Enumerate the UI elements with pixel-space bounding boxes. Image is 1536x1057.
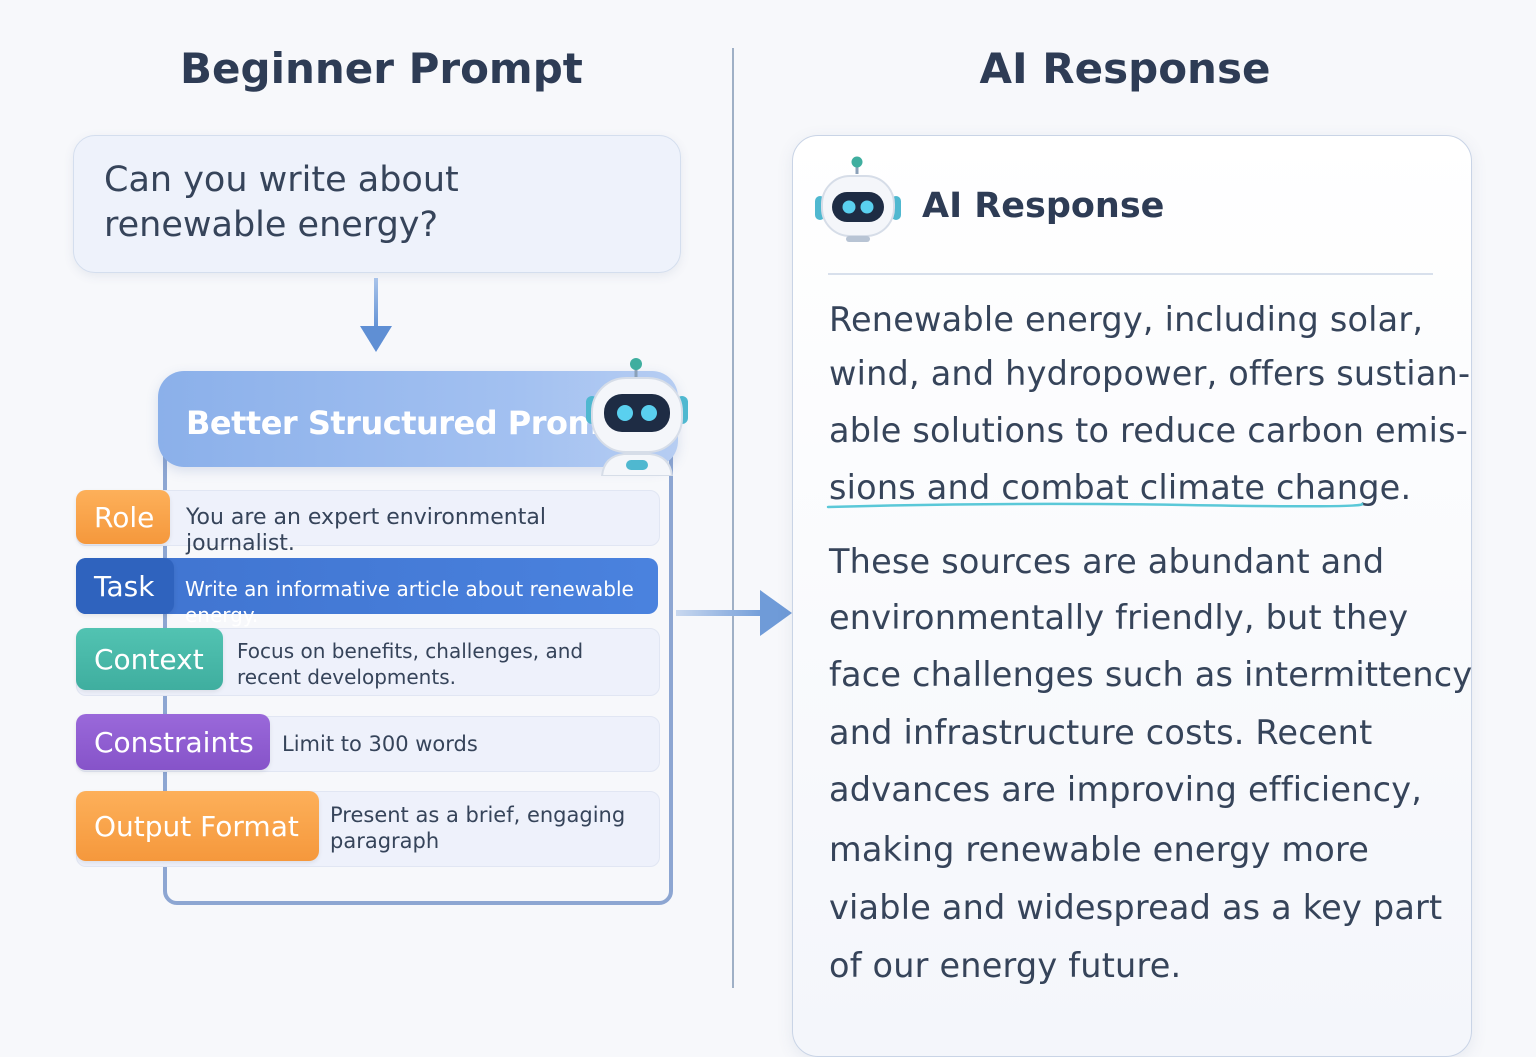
card-divider	[828, 273, 1433, 275]
role-tag: Role	[76, 490, 170, 544]
response-line: These sources are abundant and	[829, 542, 1385, 581]
constraints-text: Limit to 300 words	[282, 732, 478, 756]
response-line: advances are improving efficiency,	[829, 770, 1423, 809]
context-tag: Context	[76, 628, 223, 690]
context-text-line: recent developments.	[237, 665, 456, 689]
response-line: and infrastructure costs. Recent	[829, 713, 1373, 752]
output-format-text-line: Present as a brief, engaging	[330, 803, 626, 827]
response-line: viable and widespread as a key part	[829, 888, 1443, 927]
ai-response-heading: AI Response	[979, 44, 1271, 93]
response-line: making renewable energy more	[829, 830, 1370, 869]
structured-prompt-title: Better Structured Prompt	[186, 404, 638, 442]
constraints-tag: Constraints	[76, 714, 270, 770]
beginner-prompt-line: Can you write about	[104, 160, 459, 200]
context-text-line: Focus on benefits, challenges, and	[237, 639, 584, 663]
role-text: You are an expert environmental journali…	[186, 505, 546, 556]
ai-response-card-title: AI Response	[922, 186, 1165, 226]
output-format-text: Present as a brief, engaging paragraph	[330, 802, 650, 854]
response-line: wind, and hydropower, offers sustian-	[829, 354, 1471, 393]
beginner-prompt-box	[73, 135, 681, 273]
ai-response-card	[792, 135, 1472, 1057]
robot-icon	[815, 156, 901, 242]
beginner-prompt-text: Can you write about renewable energy?	[104, 158, 664, 248]
beginner-prompt-line: renewable energy?	[104, 205, 439, 245]
response-line: Renewable energy, including solar,	[829, 300, 1424, 339]
response-line: environmentally friendly, but they	[829, 598, 1409, 637]
task-tag: Task	[76, 558, 174, 614]
beginner-prompt-heading: Beginner Prompt	[180, 44, 583, 93]
context-text: Focus on benefits, challenges, and recen…	[237, 638, 647, 690]
task-text: Write an informative article about renew…	[185, 577, 634, 627]
response-line: sions and combat climate change.	[829, 468, 1412, 507]
arrow-down-icon	[360, 278, 392, 352]
response-line: able solutions to reduce carbon emis-	[829, 411, 1469, 450]
arrow-right-icon	[676, 590, 792, 636]
highlight-underline	[826, 502, 1364, 509]
robot-icon	[586, 358, 688, 476]
response-line: face challenges such as intermittency	[829, 655, 1473, 694]
output-format-tag: Output Format	[76, 791, 319, 861]
output-format-text-line: paragraph	[330, 829, 440, 853]
role-row	[76, 490, 660, 546]
panel-divider	[732, 48, 734, 988]
response-line: of our energy future.	[829, 946, 1182, 985]
